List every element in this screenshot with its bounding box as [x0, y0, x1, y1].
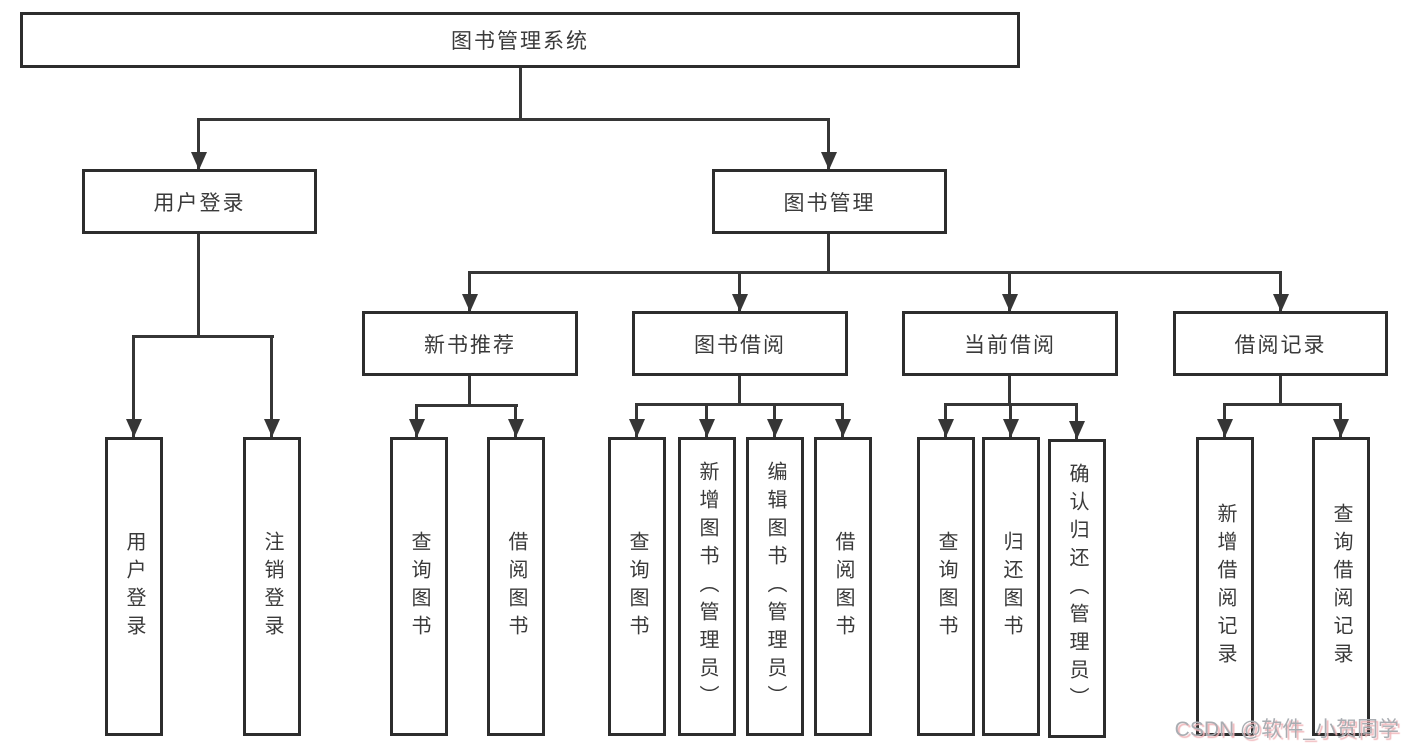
arrow-borrow-records-child2 — [1339, 403, 1342, 437]
node-borrow-records: 借阅记录 — [1173, 311, 1388, 376]
leaf-user-login: 用户登录 — [105, 437, 163, 736]
arrow-current-borrow-child1 — [944, 403, 947, 437]
arrow-book-borrow-child1 — [635, 403, 638, 437]
leaf-borrow-query-label: 查询图书 — [626, 530, 648, 643]
leaf-newbooks-borrow-label: 借阅图书 — [505, 530, 527, 643]
leaf-records-query-label: 查询借阅记录 — [1330, 502, 1352, 671]
node-root-label: 图书管理系统 — [451, 30, 589, 53]
leaf-borrow-borrow-label: 借阅图书 — [832, 530, 854, 643]
node-book-management: 图书管理 — [712, 169, 947, 234]
leaf-user-login-label: 用户登录 — [123, 530, 145, 643]
node-user-login-label: 用户登录 — [153, 191, 246, 215]
arrow-book-borrow-child4 — [841, 403, 844, 437]
connector-book-mgmt-stem — [827, 234, 830, 274]
arrow-to-login-leaf — [132, 335, 135, 437]
arrow-current-borrow-child3 — [1075, 403, 1078, 439]
connector-borrow-records-split — [1223, 403, 1342, 406]
node-current-borrow-label: 当前借阅 — [964, 333, 1056, 357]
arrow-to-new-books — [468, 271, 471, 312]
node-book-borrow-label: 图书借阅 — [694, 333, 786, 357]
node-book-borrow: 图书借阅 — [632, 311, 848, 376]
arrow-to-book-borrow — [738, 271, 741, 312]
arrow-book-borrow-child3 — [773, 403, 776, 437]
arrow-to-logout-leaf — [270, 335, 273, 437]
connector-new-books-stem — [468, 376, 471, 407]
leaf-current-confirm-admin-label: 确认归还（管理员） — [1066, 462, 1088, 715]
leaf-records-add-label: 新增借阅记录 — [1214, 502, 1236, 671]
node-new-book-recommend-label: 新书推荐 — [424, 333, 516, 357]
arrow-book-borrow-child2 — [705, 403, 708, 437]
csdn-watermark: CSDN @软件_小贺同学 — [1174, 718, 1399, 741]
arrow-new-books-child1 — [415, 404, 418, 437]
node-new-book-recommend: 新书推荐 — [362, 311, 578, 376]
leaf-newbooks-query-label: 查询图书 — [408, 530, 430, 643]
connector-book-borrow-stem — [738, 376, 741, 406]
leaf-current-query: 查询图书 — [917, 437, 975, 736]
arrow-to-book-mgmt — [827, 118, 830, 170]
connector-root-stem — [519, 68, 522, 120]
leaf-borrow-query: 查询图书 — [608, 437, 666, 736]
leaf-current-query-label: 查询图书 — [935, 530, 957, 643]
connector-root-split — [198, 118, 830, 121]
leaf-borrow-edit-admin: 编辑图书（管理员） — [746, 437, 804, 736]
node-book-management-label: 图书管理 — [783, 191, 876, 215]
connector-book-mgmt-split — [469, 271, 1282, 274]
connector-user-login-stem — [197, 234, 200, 337]
leaf-current-return: 归还图书 — [982, 437, 1040, 736]
connector-user-login-split — [133, 335, 274, 338]
arrow-current-borrow-child2 — [1009, 403, 1012, 437]
arrow-to-user-login — [197, 118, 200, 170]
leaf-current-confirm-admin: 确认归还（管理员） — [1048, 439, 1106, 738]
leaf-borrow-edit-admin-label: 编辑图书（管理员） — [764, 460, 786, 713]
leaf-borrow-add-admin: 新增图书（管理员） — [678, 437, 736, 736]
node-borrow-records-label: 借阅记录 — [1234, 333, 1327, 357]
node-root: 图书管理系统 — [20, 12, 1020, 68]
leaf-logout: 注销登录 — [243, 437, 301, 736]
node-current-borrow: 当前借阅 — [902, 311, 1118, 376]
connector-book-borrow-split — [635, 403, 844, 406]
leaf-records-add: 新增借阅记录 — [1196, 437, 1254, 736]
leaf-borrow-add-admin-label: 新增图书（管理员） — [696, 460, 718, 713]
leaf-newbooks-query: 查询图书 — [390, 437, 448, 736]
node-user-login: 用户登录 — [82, 169, 317, 234]
leaf-borrow-borrow: 借阅图书 — [814, 437, 872, 736]
leaf-newbooks-borrow: 借阅图书 — [487, 437, 545, 736]
arrow-new-books-child2 — [514, 404, 517, 437]
arrow-to-borrow-records — [1279, 271, 1282, 312]
connector-new-books-split — [416, 404, 518, 407]
connector-borrow-records-stem — [1279, 376, 1282, 406]
leaf-records-query: 查询借阅记录 — [1312, 437, 1370, 736]
arrow-borrow-records-child1 — [1223, 403, 1226, 437]
leaf-logout-label: 注销登录 — [261, 530, 283, 643]
leaf-current-return-label: 归还图书 — [1000, 530, 1022, 643]
connector-current-borrow-stem — [1008, 376, 1011, 406]
arrow-to-current-borrow — [1008, 271, 1011, 312]
